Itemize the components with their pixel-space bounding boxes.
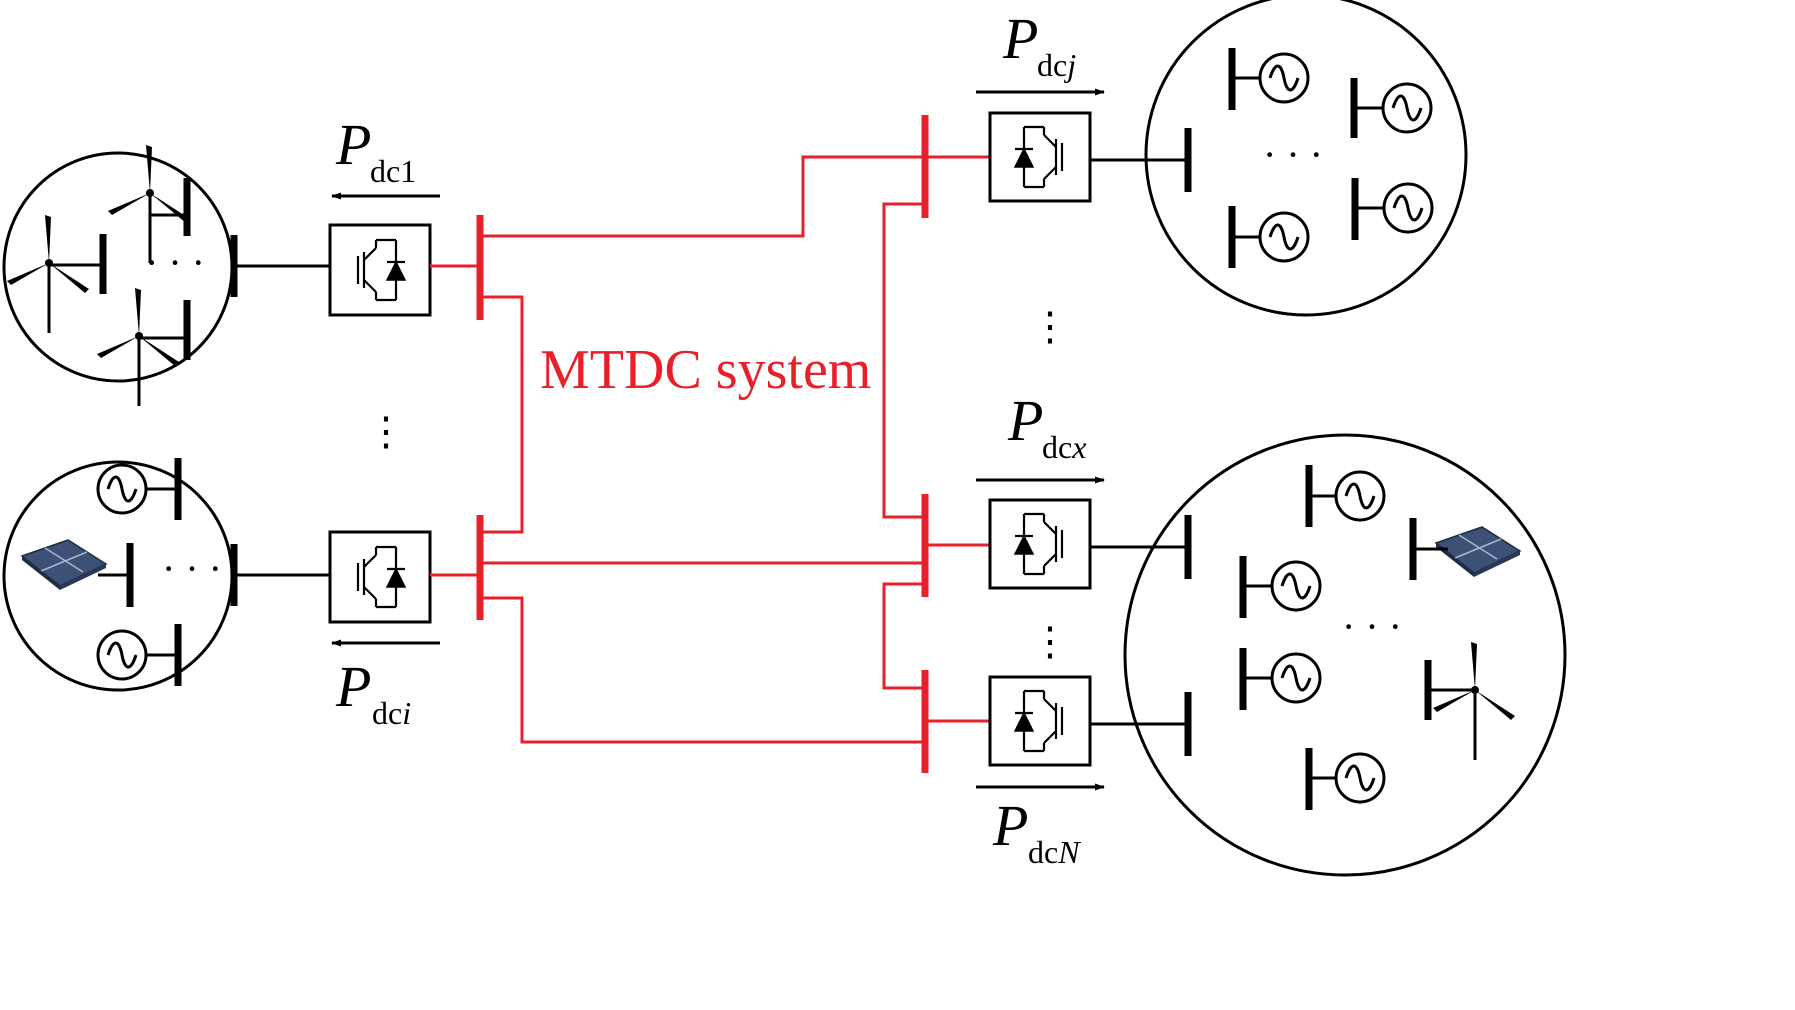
power-subscript: dcj xyxy=(1037,47,1076,83)
ac-network-mixed-left: · · · xyxy=(2,458,330,692)
converter-N xyxy=(988,675,1092,767)
ac-generator-icon xyxy=(96,463,148,515)
vertical-ellipsis: ⋮ xyxy=(1030,304,1070,349)
ac-network-generators: · · · xyxy=(1090,0,1468,317)
power-label-pdci: P dci xyxy=(331,639,440,731)
wind-turbine-icon xyxy=(5,213,91,335)
power-symbol: P xyxy=(1002,6,1038,71)
solar-panel-icon xyxy=(1435,526,1521,578)
ac-network-mixed-right: · · · xyxy=(1090,433,1567,877)
dc-network: MTDC system xyxy=(476,115,990,773)
ellipsis: · · · xyxy=(162,546,222,591)
power-label-pdcj: P dcj xyxy=(976,6,1105,96)
ac-generator-icon xyxy=(1334,752,1386,804)
wind-turbine-icon xyxy=(1431,640,1517,762)
ac-generator-icon xyxy=(1258,52,1310,104)
converter-i xyxy=(328,530,432,624)
power-symbol: P xyxy=(335,654,371,719)
ac-generator-icon xyxy=(1334,470,1386,522)
ac-generator-icon xyxy=(1381,82,1433,134)
vertical-ellipsis: ⋮ xyxy=(366,409,406,454)
wind-turbine-icon xyxy=(95,286,181,408)
ac-network-circle xyxy=(1123,433,1567,877)
ac-generator-icon xyxy=(1270,560,1322,612)
power-subscript: dc1 xyxy=(370,153,416,189)
vertical-ellipsis: ⋮ xyxy=(1030,619,1070,664)
converter-x xyxy=(988,498,1092,590)
converter-1 xyxy=(328,223,432,317)
power-label-pdcx: P dcx xyxy=(976,388,1105,484)
solar-panel-icon xyxy=(21,539,107,591)
vsc-converter-icon xyxy=(328,223,432,317)
ac-generator-icon xyxy=(1258,211,1310,263)
ellipsis: · · · xyxy=(1263,132,1323,177)
ellipsis: · · · xyxy=(1342,604,1402,649)
ac-network-wind-farm: · · · xyxy=(2,143,330,408)
ac-generator-icon xyxy=(1382,182,1434,234)
power-symbol: P xyxy=(335,112,371,177)
power-symbol: P xyxy=(992,793,1028,858)
power-subscript: dci xyxy=(372,695,411,731)
ac-generator-icon xyxy=(1270,652,1322,704)
vsc-converter-icon xyxy=(328,530,432,624)
power-label-pdc1: P dc1 xyxy=(331,112,440,200)
converter-j xyxy=(988,111,1092,203)
mtdc-system-label: MTDC system xyxy=(540,339,871,401)
power-symbol: P xyxy=(1007,388,1043,453)
power-subscript: dcx xyxy=(1042,429,1086,465)
ac-generator-icon xyxy=(96,629,148,681)
power-subscript: dcN xyxy=(1028,834,1081,870)
ellipsis: · · · xyxy=(145,240,205,285)
ac-network-circle xyxy=(1144,0,1468,317)
power-label-pdcN: P dcN xyxy=(976,783,1105,870)
